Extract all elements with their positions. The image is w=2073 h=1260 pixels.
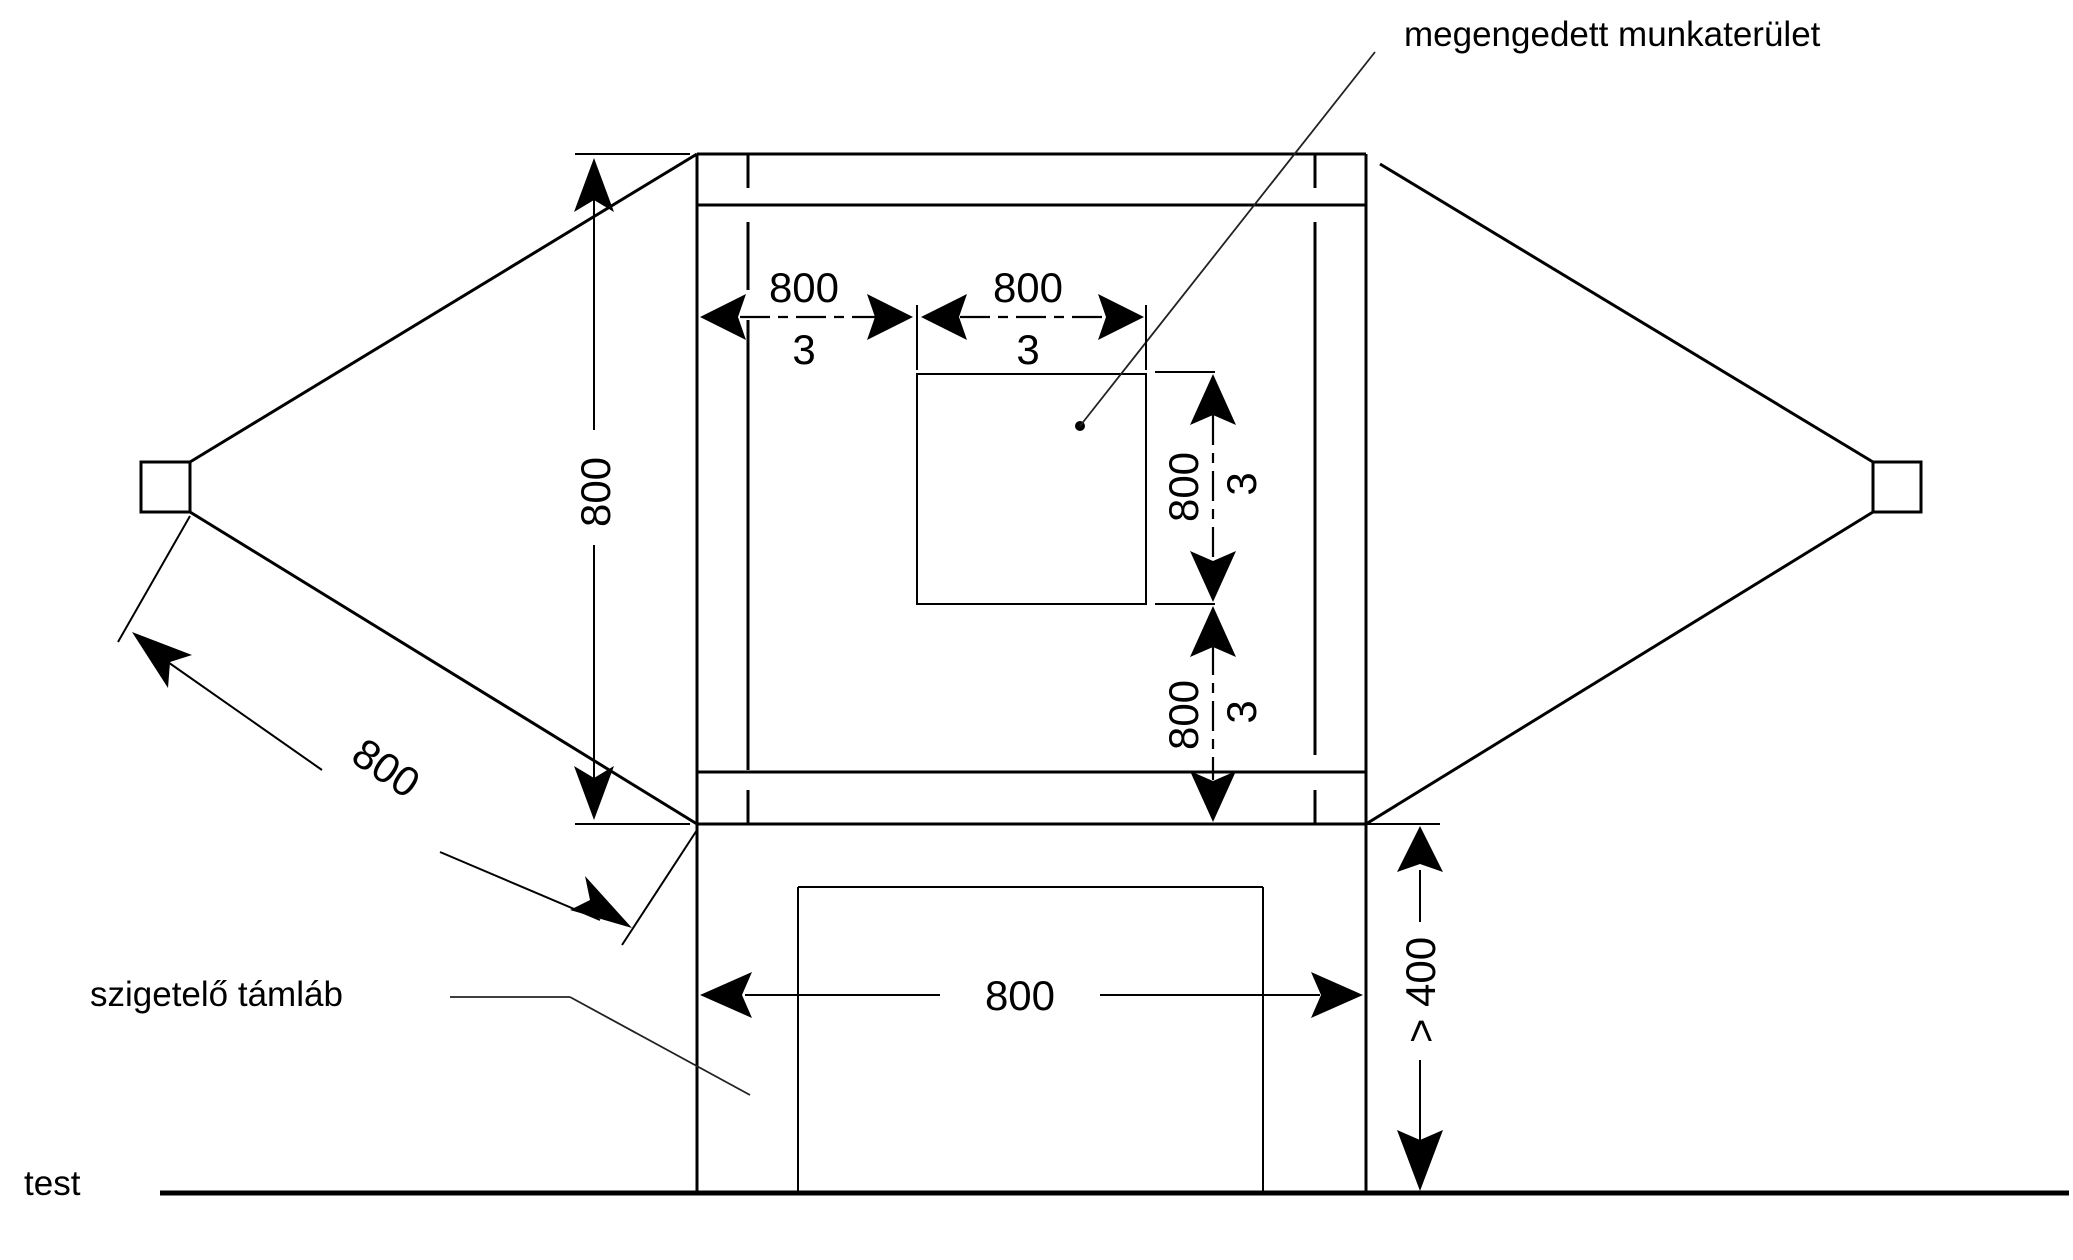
inner-column-lines: [746, 154, 1317, 824]
right-connector: [1871, 460, 1923, 514]
vertical-thirds-dimension: 800 3 800 3: [1155, 371, 1265, 822]
third-vert-upper-num: 800: [1160, 452, 1207, 522]
insulating-support: [797, 886, 1264, 1193]
frame-height-dimension: 800: [572, 153, 690, 825]
support-label: szigetelő támláb: [90, 975, 343, 1014]
permitted-work-area: [916, 373, 1147, 605]
frame-height-text: 800: [572, 457, 619, 527]
third-left-den: 3: [792, 326, 815, 373]
diagonal-dimension: 800: [117, 515, 698, 946]
support-width-text: 800: [985, 972, 1055, 1019]
outer-frame: [695, 152, 1368, 1193]
third-mid-num: 800: [993, 264, 1063, 311]
horizontal-thirds-dimension: 800 3 800 3: [700, 264, 1147, 373]
support-leader-d: [569, 996, 751, 1096]
ground-label: test: [24, 1164, 81, 1203]
third-left-num: 800: [769, 264, 839, 311]
third-vert-lower-den: 3: [1218, 700, 1265, 723]
left-connector: [139, 460, 192, 514]
third-mid-den: 3: [1016, 326, 1039, 373]
third-vert-upper-den: 3: [1218, 472, 1265, 495]
support-height-dimension: > 400: [1366, 823, 1444, 1191]
support-height-text: > 400: [1397, 937, 1444, 1043]
left-brace: [139, 152, 698, 826]
permitted-area-label: megengedett munkaterület: [1404, 15, 1821, 54]
third-vert-lower-num: 800: [1160, 680, 1207, 750]
diagonal-text: 800: [344, 729, 428, 807]
permitted-area-leader: [1079, 51, 1376, 427]
right-brace: [1365, 162, 1923, 826]
support-width-dimension: 800: [700, 972, 1363, 1019]
